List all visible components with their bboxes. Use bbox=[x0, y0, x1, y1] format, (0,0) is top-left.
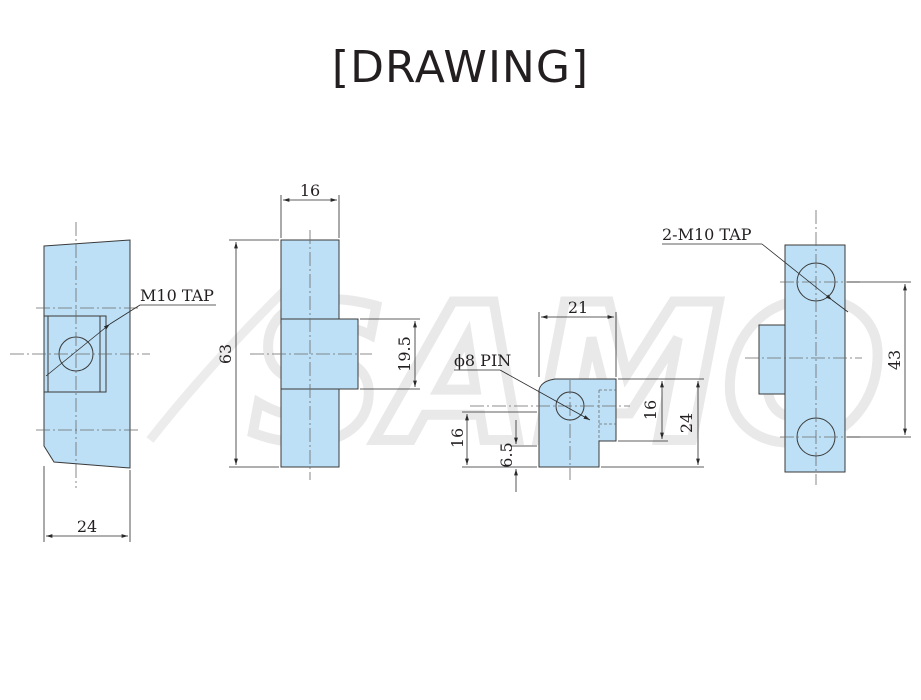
pin-height-dim: 24 bbox=[677, 413, 696, 433]
left-view: M10 TAP 24 bbox=[10, 222, 216, 542]
side-top-dim: 16 bbox=[300, 181, 320, 200]
pin-inner-dim: 16 bbox=[641, 400, 660, 420]
left-tap-label: M10 TAP bbox=[140, 286, 214, 305]
right-tap-label: 2-M10 TAP bbox=[662, 225, 752, 244]
side-boss-dim: 19.5 bbox=[395, 336, 414, 372]
pin-left-dim: 16 bbox=[448, 428, 467, 448]
pin-offset-dim: 6.5 bbox=[497, 442, 516, 467]
pin-view: 21 ϕ8 PIN 16 6.5 16 24 bbox=[448, 298, 704, 492]
pin-width-dim: 21 bbox=[568, 298, 588, 317]
page-title: [DRAWING] bbox=[331, 42, 590, 93]
left-width-dim: 24 bbox=[77, 517, 97, 536]
right-pitch-dim: 43 bbox=[885, 350, 904, 370]
side-view: 16 63 19.5 bbox=[216, 181, 420, 480]
right-part-boss bbox=[758, 324, 790, 395]
right-view: 2-M10 TAP 43 bbox=[662, 210, 911, 485]
side-height-dim: 63 bbox=[216, 344, 235, 364]
pin-label: ϕ8 PIN bbox=[454, 351, 511, 370]
